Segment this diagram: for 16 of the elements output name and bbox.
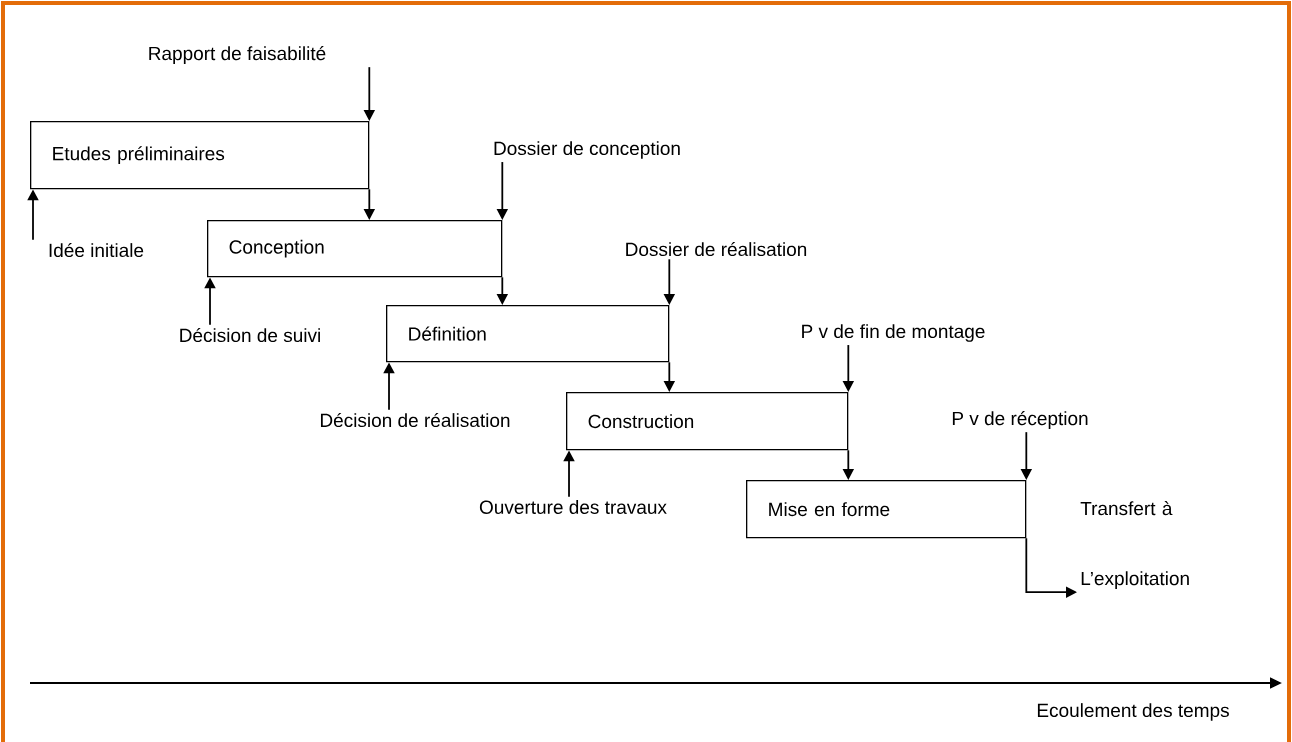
milestone-label: Rapport de faisabilité [149,46,326,64]
phase-box: Mise en forme [746,480,1027,539]
phase-box: Conception [207,220,503,278]
phase-box: Construction [566,392,849,451]
milestone-label: P v de réception [952,411,1088,429]
phase-box: Définition [386,305,670,363]
axis-label: Ecoulement des temps [1037,703,1229,721]
milestone-label: Décision de suivi [180,327,320,343]
milestone-label: Dossier de conception [494,141,680,159]
milestone-label: Décision de réalisation [321,412,510,428]
milestone-label: Transfert à L’exploitation [1080,501,1189,589]
milestone-label: Idée initiale [49,242,144,258]
milestone-label: Dossier de réalisation [626,241,807,257]
phase-box: Etudes préliminaires [30,121,370,190]
milestone-label: Ouverture des travaux [479,500,667,514]
milestone-label: P v de fin de montage [802,324,985,342]
